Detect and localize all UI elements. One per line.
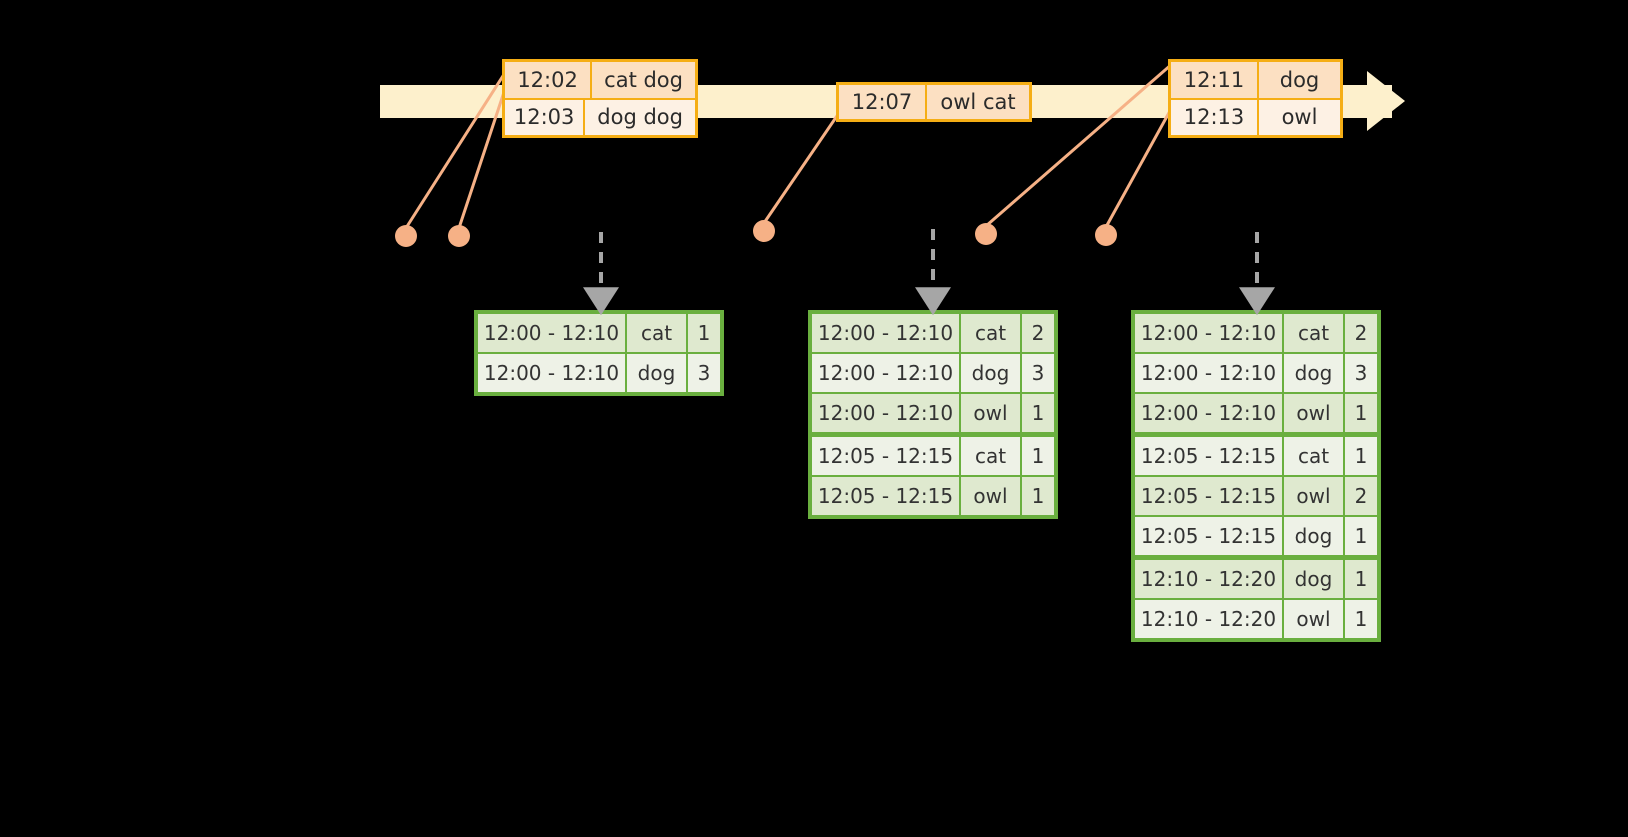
cell-count: 1 xyxy=(1354,567,1368,591)
cell-window-range: 12:10 - 12:20 xyxy=(1135,600,1284,638)
event-words: dog xyxy=(1279,67,1320,92)
event-dot-5 xyxy=(1095,224,1117,246)
cell-word: dog xyxy=(1284,354,1345,392)
connector-5 xyxy=(1104,99,1178,228)
event-row: 12:03 dog dog xyxy=(505,99,695,135)
cell-count: 3 xyxy=(697,361,711,385)
cell-count: 1 xyxy=(1354,401,1368,425)
cell-count: 1 xyxy=(1031,401,1045,425)
event-dot-3 xyxy=(753,220,775,242)
cell-count: 3 xyxy=(1031,361,1045,385)
cell-window-range: 12:05 - 12:15 xyxy=(1135,477,1284,515)
cell-count: 1 xyxy=(1354,607,1368,631)
cell-count: 1 xyxy=(1031,484,1045,508)
cell-count: 3 xyxy=(1354,361,1368,385)
cell-word: cat xyxy=(961,437,1022,475)
cell-word: cat xyxy=(627,314,688,352)
cell-window-range: 12:00 - 12:10 xyxy=(812,394,961,432)
cell-window-range: 12:00 - 12:10 xyxy=(1135,354,1284,392)
cell-count: 1 xyxy=(697,321,711,345)
cell-window-range: 12:00 - 12:10 xyxy=(478,314,627,352)
cell-word: dog xyxy=(961,354,1022,392)
event-box-3[interactable]: 12:11 dog 12:13 owl xyxy=(1168,59,1343,138)
cell-window-range: 12:00 - 12:10 xyxy=(1135,314,1284,352)
cell-count: 2 xyxy=(1354,321,1368,345)
cell-word: owl xyxy=(1284,600,1345,638)
event-words: owl xyxy=(1281,105,1318,130)
cell-word: dog xyxy=(1284,517,1345,555)
cell-word: owl xyxy=(1284,477,1345,515)
cell-count: 2 xyxy=(1031,321,1045,345)
cell-count: 1 xyxy=(1354,444,1368,468)
event-box-2[interactable]: 12:07 owl cat xyxy=(836,82,1032,122)
event-time: 12:07 xyxy=(839,85,927,119)
cell-window-range: 12:05 - 12:15 xyxy=(812,477,961,515)
cell-window-range: 12:00 - 12:10 xyxy=(812,354,961,392)
event-row: 12:11 dog xyxy=(1171,62,1340,100)
timeline-arrowhead xyxy=(1367,71,1405,131)
cell-word: dog xyxy=(1284,560,1345,598)
event-dot-4 xyxy=(975,223,997,245)
cell-window-range: 12:05 - 12:15 xyxy=(1135,517,1284,555)
event-time: 12:13 xyxy=(1171,99,1259,135)
cell-word: owl xyxy=(961,394,1022,432)
cell-window-range: 12:05 - 12:15 xyxy=(812,437,961,475)
event-words: owl cat xyxy=(940,90,1016,114)
cell-count: 2 xyxy=(1354,484,1368,508)
event-row: 12:13 owl xyxy=(1171,99,1340,135)
event-box-1[interactable]: 12:02 cat dog 12:03 dog dog xyxy=(502,59,698,138)
cell-word: cat xyxy=(961,314,1022,352)
cell-word: owl xyxy=(961,477,1022,515)
event-time: 12:02 xyxy=(505,62,593,98)
cell-window-range: 12:05 - 12:15 xyxy=(1135,437,1284,475)
event-time: 12:03 xyxy=(505,99,586,135)
event-words: cat dog xyxy=(604,67,683,92)
cell-count: 1 xyxy=(1354,524,1368,548)
cell-word: cat xyxy=(1284,314,1345,352)
cell-window-range: 12:00 - 12:10 xyxy=(1135,394,1284,432)
cell-count: 1 xyxy=(1031,444,1045,468)
event-words: dog dog xyxy=(597,105,683,130)
cell-window-range: 12:00 - 12:10 xyxy=(812,314,961,352)
cell-window-range: 12:10 - 12:20 xyxy=(1135,560,1284,598)
event-dot-2 xyxy=(448,225,470,247)
cell-window-range: 12:00 - 12:10 xyxy=(478,354,627,392)
event-dot-1 xyxy=(395,225,417,247)
cell-word: cat xyxy=(1284,437,1345,475)
event-row: 12:02 cat dog xyxy=(505,62,695,100)
cell-word: owl xyxy=(1284,394,1345,432)
cell-word: dog xyxy=(627,354,688,392)
event-time: 12:11 xyxy=(1171,62,1259,98)
connector-3 xyxy=(762,109,843,224)
event-row: 12:07 owl cat xyxy=(839,85,1029,119)
